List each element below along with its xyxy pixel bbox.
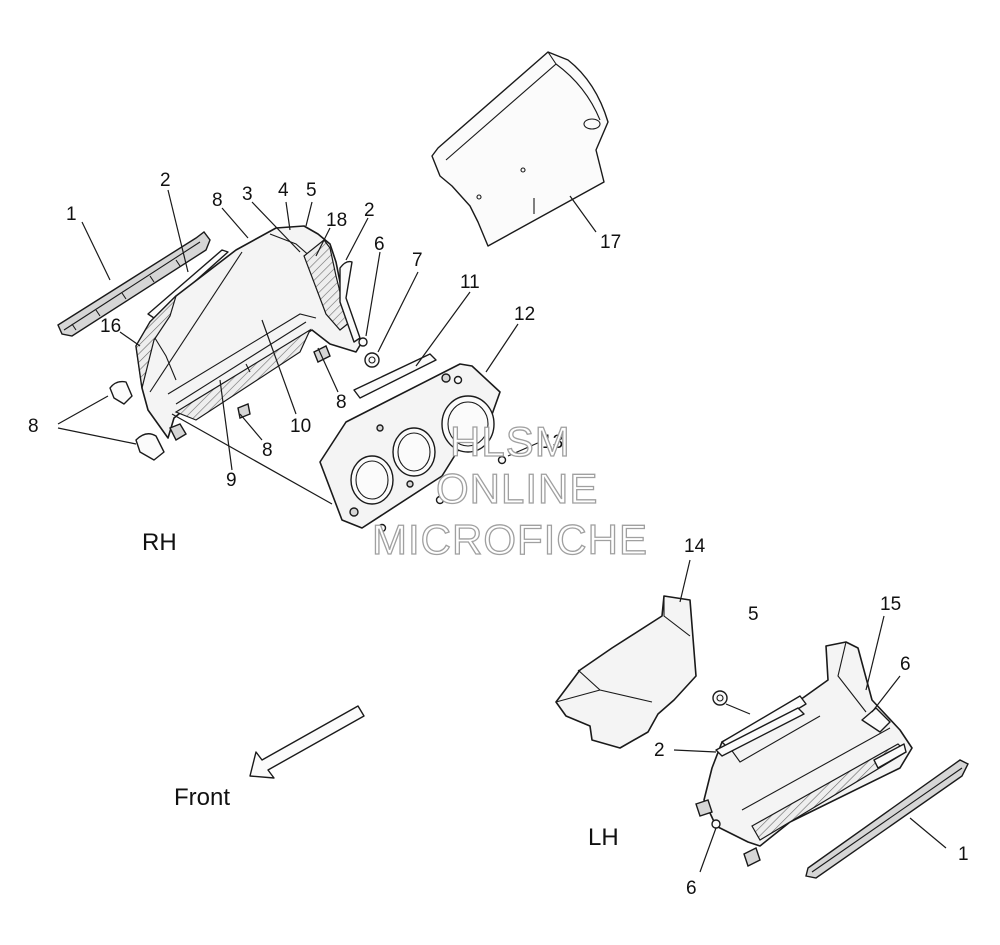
- part-12-gauge-bezel: [319, 363, 501, 529]
- front-direction-arrow: [249, 705, 365, 779]
- callouts-rh: 1 2 8 3 4 5 18 2 6 7 11 12 16 10 8 8 9 8…: [28, 170, 621, 491]
- callout-15-lh: 15: [880, 594, 901, 615]
- callout-8-rh-top: 8: [212, 190, 223, 211]
- callout-9-rh: 9: [226, 470, 237, 491]
- callout-4-rh: 4: [278, 180, 289, 201]
- callout-6-rh: 6: [374, 234, 385, 255]
- callout-11-rh: 11: [460, 272, 480, 293]
- callout-2-lh: 2: [654, 740, 665, 761]
- callout-2-rh-right: 2: [364, 200, 375, 221]
- part-6-fastener-rh: [358, 337, 368, 347]
- part-17-upper-panel: [431, 51, 609, 247]
- callout-6-lh-bottom: 6: [686, 878, 697, 899]
- callout-7-rh: 7: [412, 250, 423, 271]
- part-2-seal-lh: [715, 707, 805, 757]
- callout-14-lh: 14: [684, 536, 706, 557]
- callout-12-rh: 12: [514, 304, 535, 325]
- callout-6-lh-right: 6: [900, 654, 911, 675]
- callout-8-rh-low: 8: [262, 440, 273, 461]
- part-5-nut-lh: [712, 690, 728, 706]
- part-1-trim-strip-rh: [57, 231, 211, 337]
- part-2-seal-rh: [147, 249, 229, 319]
- part-8-clips-left: [109, 380, 165, 461]
- watermark-line-2: ONLINE: [436, 465, 598, 512]
- watermark-line-1: HLSM: [450, 418, 571, 465]
- callout-10-rh: 10: [290, 416, 311, 437]
- callout-3-rh: 3: [242, 184, 253, 205]
- watermark: HLSM ONLINE MICROFICHE: [371, 417, 648, 563]
- part-2-seal-rh-right: [339, 260, 361, 343]
- callout-2-rh: 2: [160, 170, 171, 191]
- callout-16-rh: 16: [100, 316, 121, 337]
- callout-5-lh: 5: [748, 604, 759, 625]
- callout-1-rh: 1: [66, 204, 77, 225]
- callouts-lh: 14 5 15 6 2 1 6: [654, 536, 969, 899]
- part-13-screws: [377, 375, 507, 533]
- lh-label: LH: [588, 824, 619, 851]
- watermark-line-3: MICROFICHE: [372, 516, 648, 563]
- front-label: Front: [174, 784, 230, 811]
- callout-8-rh-left: 8: [28, 416, 39, 437]
- callout-18-rh: 18: [326, 210, 347, 231]
- part-6-fastener-lh-bottom: [711, 819, 721, 829]
- rh-instrument-housing: [135, 225, 363, 441]
- callout-13-rh: 13: [542, 432, 563, 453]
- callout-8-rh-mid: 8: [336, 392, 347, 413]
- part-1-trim-strip-lh: [805, 759, 969, 879]
- part-14-cover-lh: [555, 595, 697, 749]
- callout-1-lh: 1: [958, 844, 969, 865]
- callout-17-rh: 17: [600, 232, 621, 253]
- part-7-nut-rh: [364, 352, 380, 368]
- leader-lines: [57, 189, 947, 873]
- callout-5-rh: 5: [306, 180, 317, 201]
- part-11-gasket: [353, 353, 437, 399]
- rh-label: RH: [142, 529, 177, 556]
